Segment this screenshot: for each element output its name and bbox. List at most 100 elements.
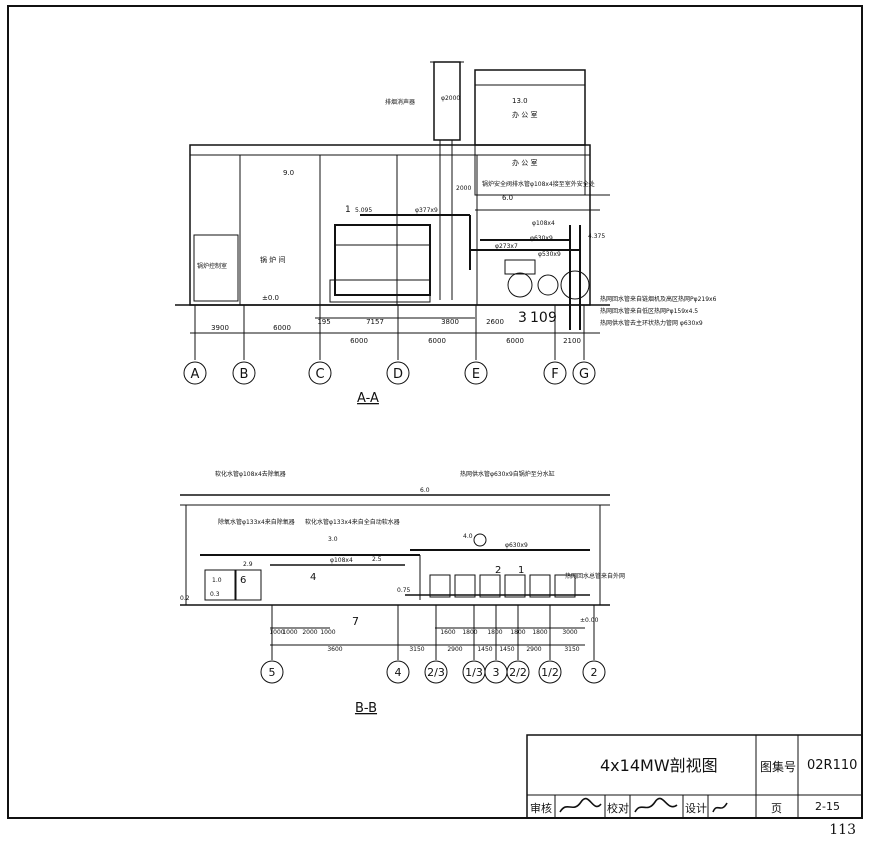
dimension: 1450 — [477, 646, 492, 653]
axis-label: G — [579, 367, 589, 382]
annotation: 热网供水管去主环状热力管网 φ630x9 — [600, 319, 703, 327]
annotation: 热网回水总管来自外网 — [565, 572, 625, 580]
section-bb — [180, 494, 610, 660]
room-label: 锅 炉 间 — [260, 255, 285, 264]
annotation: φ630x9 — [505, 542, 528, 549]
room-label: 锅炉控制室 — [197, 262, 227, 270]
axis-bubble — [308, 361, 332, 385]
callout: 1 — [518, 565, 524, 576]
axis-label: 3 — [493, 666, 500, 679]
axis-label: 2/3 — [427, 666, 445, 679]
dimension: 2900 — [526, 646, 541, 653]
dimension: 2100 — [563, 337, 581, 345]
axis-bubble — [538, 660, 562, 684]
dimension: 195 — [317, 318, 330, 326]
axis-label: 1/2 — [541, 666, 559, 679]
annotation: 软化水管φ108x4去除氧器 — [215, 470, 286, 478]
annotation: φ2000 — [441, 95, 460, 102]
callout: 7 — [352, 615, 359, 628]
dimension: 1600 — [440, 629, 455, 636]
annotation: 锅炉安全阀排水管φ108x4接至室外安全处 — [482, 180, 595, 188]
dimension: 1000 — [320, 629, 335, 636]
room-label: 办 公 室 — [512, 158, 537, 167]
axis-label: 5 — [269, 666, 276, 679]
sheet-border — [7, 5, 863, 819]
callout: 6 — [240, 575, 246, 586]
title-block — [526, 734, 863, 819]
atlas-number: 02R110 — [807, 758, 858, 773]
room-label: 办 公 室 — [512, 110, 537, 119]
page-label: 页 — [771, 802, 782, 815]
dimension: 1000 — [282, 629, 297, 636]
section-title-aa: A-A — [357, 391, 379, 406]
annotation: 除氧水管φ133x4来自除氧器 — [218, 518, 295, 526]
axis-label: 4 — [395, 666, 402, 679]
axis-bubble — [424, 660, 448, 684]
dimension: 3000 — [562, 629, 577, 636]
elevation: 9.0 — [283, 169, 294, 177]
annotation: 软化水管φ133x4来自全自动软水器 — [305, 518, 400, 526]
annotation: φ377x9 — [415, 207, 438, 214]
dimension: 3150 — [409, 646, 424, 653]
design-label: 设计 — [685, 802, 707, 815]
axis-bubble — [260, 660, 284, 684]
annotation: φ630x9 — [530, 235, 553, 242]
section-aa — [175, 61, 610, 360]
atlas-label: 图集号 — [760, 760, 797, 774]
axis-bubbles-aa — [183, 361, 596, 385]
dimension: 1000 — [269, 629, 284, 636]
axis-bubble — [582, 660, 606, 684]
callout: 1 — [345, 205, 351, 215]
check-label: 校对 — [607, 802, 629, 815]
elevation: 0.75 — [397, 587, 411, 594]
dimension: 6000 — [428, 337, 446, 345]
axis-bubble — [386, 361, 410, 385]
elevation: 5.095 — [355, 207, 372, 214]
elevation: 13.0 — [512, 97, 528, 105]
page-code: 2-15 — [815, 800, 840, 813]
elevation: 0.2 — [180, 595, 190, 602]
review-label: 审核 — [530, 802, 552, 815]
elevation: 4.0 — [463, 533, 473, 540]
axis-label: 1/3 — [465, 666, 483, 679]
dimension: 1800 — [532, 629, 547, 636]
signature-marks — [559, 797, 728, 813]
axis-label: C — [315, 367, 324, 382]
axis-label: E — [472, 367, 480, 382]
annotation: φ108x4 — [330, 557, 353, 564]
elevation: 2.5 — [372, 556, 382, 563]
elevation: ±0.00 — [580, 617, 599, 624]
annotation: 热网回水管来自低区热网Pφ159x4.5 — [600, 307, 698, 315]
callout: 9 — [548, 310, 557, 326]
page-number: 113 — [829, 822, 856, 838]
axis-bubble — [232, 361, 256, 385]
axis-bubble — [572, 361, 596, 385]
axis-label: 2/2 — [509, 666, 527, 679]
annotation: φ530x9 — [538, 251, 561, 258]
axis-bubble — [464, 361, 488, 385]
annotation: 排烟消声器 — [385, 98, 415, 106]
annotation: 热网回水管来自链烟机及高区热网Pφ219x6 — [600, 295, 717, 303]
elevation: 0.3 — [210, 591, 220, 598]
dimension: 2900 — [447, 646, 462, 653]
dimension: 1450 — [499, 646, 514, 653]
callout: 10 — [530, 310, 548, 326]
dimension: 6000 — [506, 337, 524, 345]
axis-bubble — [506, 660, 530, 684]
dimension: 2600 — [486, 318, 504, 326]
callout: 4 — [310, 572, 316, 583]
axis-label: B — [240, 367, 249, 382]
elevation: ±0.0 — [262, 294, 279, 302]
elevation: 4.375 — [588, 233, 605, 240]
dimension: 3600 — [327, 646, 342, 653]
annotation: 热网供水管φ630x9自锅炉至分水缸 — [460, 470, 555, 478]
dimension: 7157 — [366, 318, 384, 326]
elevation: 1.0 — [212, 577, 222, 584]
annotation: φ108x4 — [532, 220, 555, 227]
elevation: 6.0 — [502, 194, 513, 202]
section-title-bb: B-B — [355, 701, 377, 716]
axis-bubble — [543, 361, 567, 385]
annotation: φ273x7 — [495, 243, 518, 250]
axis-bubble — [386, 660, 410, 684]
